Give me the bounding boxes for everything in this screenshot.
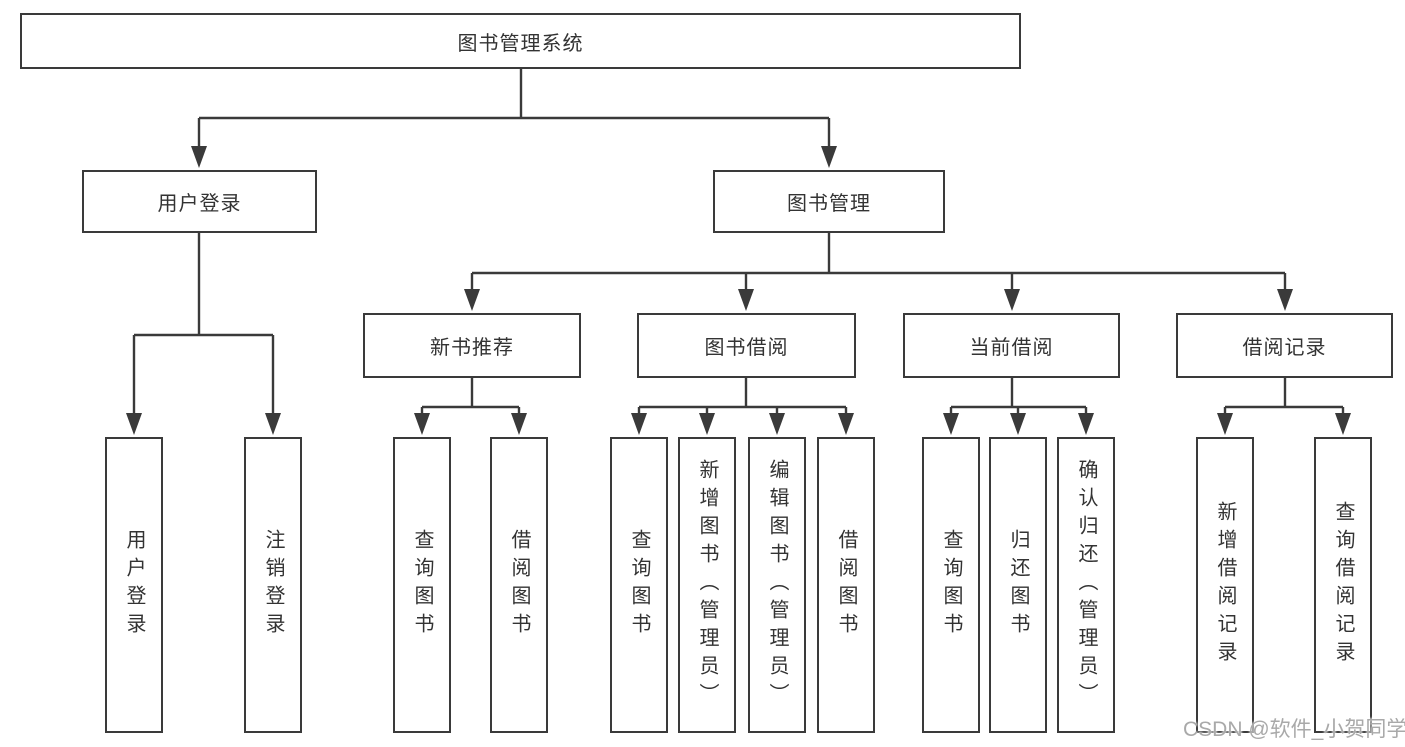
node-book-borrowing-label: 图书借阅 [704, 337, 789, 359]
leaf-logout-label: 注销登录 [262, 529, 284, 641]
leaf-confirm-return-admin-label: 确认归还（管理员） [1075, 459, 1097, 711]
node-library-management-system: 图书管理系统 [20, 13, 1021, 69]
leaf-add-borrow-record: 新增借阅记录 [1196, 437, 1254, 733]
leaf-borrow-books-borrowing: 借阅图书 [817, 437, 875, 733]
leaf-borrow-books-borrowing-label: 借阅图书 [835, 529, 857, 641]
leaf-user-login-label: 用户登录 [123, 529, 145, 641]
leaf-confirm-return-admin: 确认归还（管理员） [1057, 437, 1115, 733]
node-new-book-recommendation-label: 新书推荐 [430, 337, 514, 359]
leaf-return-books-label: 归还图书 [1007, 529, 1029, 641]
leaf-query-books-recommend-label: 查询图书 [411, 529, 433, 641]
leaf-add-books-admin: 新增图书（管理员） [678, 437, 736, 733]
node-book-management: 图书管理 [713, 170, 945, 233]
leaf-logout: 注销登录 [244, 437, 302, 733]
leaf-query-books-current-label: 查询图书 [940, 529, 962, 641]
node-user-login: 用户登录 [82, 170, 317, 233]
node-borrowing-records-label: 借阅记录 [1242, 337, 1327, 359]
node-current-borrowing: 当前借阅 [903, 313, 1120, 378]
leaf-borrow-books-recommend: 借阅图书 [490, 437, 548, 733]
leaf-add-borrow-record-label: 新增借阅记录 [1214, 501, 1236, 669]
leaf-edit-books-admin: 编辑图书（管理员） [748, 437, 806, 733]
node-new-book-recommendation: 新书推荐 [363, 313, 581, 378]
leaf-query-books-recommend: 查询图书 [393, 437, 451, 733]
node-book-management-label: 图书管理 [787, 193, 871, 215]
node-current-borrowing-label: 当前借阅 [969, 337, 1054, 359]
leaf-query-books-current: 查询图书 [922, 437, 980, 733]
leaf-edit-books-admin-label: 编辑图书（管理员） [766, 459, 788, 711]
leaf-user-login: 用户登录 [105, 437, 163, 733]
node-borrowing-records: 借阅记录 [1176, 313, 1393, 378]
node-user-login-label: 用户登录 [157, 193, 242, 215]
node-book-borrowing: 图书借阅 [637, 313, 856, 378]
leaf-query-borrow-record-label: 查询借阅记录 [1332, 501, 1354, 669]
leaf-query-borrow-record: 查询借阅记录 [1314, 437, 1372, 733]
node-library-management-system-label: 图书管理系统 [457, 32, 584, 55]
leaf-query-books-borrowing: 查询图书 [610, 437, 668, 733]
leaf-query-books-borrowing-label: 查询图书 [628, 529, 650, 641]
leaf-borrow-books-recommend-label: 借阅图书 [508, 529, 530, 641]
leaf-return-books: 归还图书 [989, 437, 1047, 733]
leaf-add-books-admin-label: 新增图书（管理员） [696, 459, 718, 711]
csdn-watermark: CSDN @软件_小贺同学 [1183, 718, 1405, 741]
